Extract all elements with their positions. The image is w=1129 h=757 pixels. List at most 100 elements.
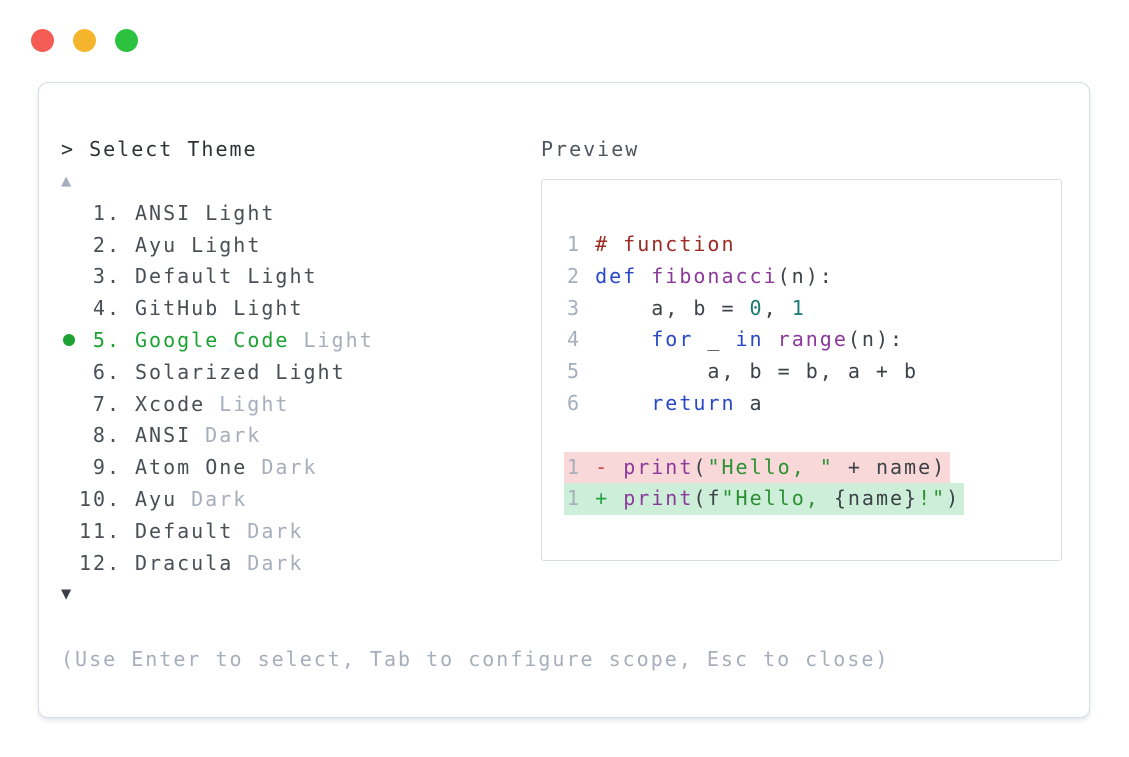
theme-number: 2. bbox=[92, 232, 121, 257]
theme-number: 3. bbox=[92, 264, 121, 289]
code-line: 6 return a bbox=[567, 388, 764, 420]
theme-variant: Dark bbox=[247, 518, 304, 543]
line-number: 1 bbox=[567, 232, 596, 256]
code-line: 5 a, b = b, a + b bbox=[567, 356, 918, 388]
theme-number: 5. bbox=[92, 328, 121, 353]
token-literal: 1 bbox=[791, 295, 806, 320]
token-plain: (n): bbox=[777, 263, 834, 288]
theme-number: 12. bbox=[79, 550, 122, 575]
theme-list-item[interactable]: 10. Ayu Dark bbox=[61, 483, 374, 515]
scroll-up-icon[interactable]: ▲ bbox=[61, 171, 74, 191]
theme-name: Ayu bbox=[135, 487, 178, 512]
code-text: a, b = 0, 1 bbox=[595, 296, 806, 320]
selected-dot-icon bbox=[61, 356, 79, 388]
code-text: a, b = b, a + b bbox=[595, 359, 918, 383]
theme-number: 11. bbox=[79, 518, 122, 543]
line-number: 1 bbox=[567, 454, 596, 479]
token-keyword: in bbox=[735, 327, 764, 352]
token-plain bbox=[637, 264, 651, 288]
code-text: # function bbox=[595, 232, 735, 256]
token-function: fibonacci bbox=[651, 263, 778, 288]
token-keyword: for bbox=[651, 327, 694, 352]
theme-variant: Light bbox=[303, 328, 374, 353]
theme-number: 7. bbox=[92, 391, 121, 416]
theme-list-item[interactable]: 6. Solarized Light bbox=[61, 356, 374, 388]
theme-number: 9. bbox=[92, 455, 121, 480]
token-plain: (f bbox=[693, 486, 722, 511]
theme-number: 6. bbox=[92, 359, 121, 384]
select-theme-prompt: > Select Theme bbox=[61, 137, 258, 161]
preview-panel: 1 # function 2 def fibonacci(n): 3 a, b … bbox=[541, 179, 1062, 561]
line-number: 1 bbox=[567, 486, 596, 511]
selected-dot-icon bbox=[61, 515, 79, 547]
code-text: - print("Hello, " + name) bbox=[595, 455, 946, 479]
selected-dot-icon bbox=[61, 420, 79, 452]
theme-variant: Dark bbox=[205, 423, 262, 448]
code-line: 1 - print("Hello, " + name) bbox=[564, 451, 951, 484]
theme-list-item[interactable]: 4. GitHub Light bbox=[61, 292, 374, 324]
minimize-button[interactable] bbox=[73, 29, 96, 52]
theme-list-item[interactable]: 11. Default Dark bbox=[61, 515, 374, 547]
token-string: "Hello, " bbox=[707, 454, 834, 479]
maximize-button[interactable] bbox=[115, 29, 138, 52]
scroll-down-icon[interactable]: ▼ bbox=[61, 584, 74, 604]
code-text: return a bbox=[595, 391, 764, 415]
code-text: for _ in range(n): bbox=[595, 327, 904, 351]
token-plain: a bbox=[735, 390, 764, 415]
token-minus: - bbox=[595, 454, 624, 479]
code-text: def fibonacci(n): bbox=[595, 264, 834, 288]
selected-dot-icon bbox=[61, 483, 79, 515]
selected-dot-icon bbox=[61, 451, 79, 483]
token-plain: a, b = b, a + b bbox=[595, 359, 919, 384]
hint-text: (Use Enter to select, Tab to configure s… bbox=[61, 647, 890, 671]
selected-dot-icon bbox=[61, 388, 79, 420]
line-number: 6 bbox=[567, 390, 596, 415]
token-string: !" bbox=[918, 486, 947, 511]
token-plain bbox=[764, 327, 778, 351]
theme-name: ANSI bbox=[135, 423, 192, 448]
theme-name: Google Code bbox=[135, 328, 290, 353]
theme-list-item[interactable]: 2. Ayu Light bbox=[61, 229, 374, 261]
theme-list-item[interactable]: 1. ANSI Light bbox=[61, 197, 374, 229]
token-keyword: return bbox=[651, 390, 736, 415]
theme-name: Atom One bbox=[135, 455, 248, 480]
code-block: 1 # function 2 def fibonacci(n): 3 a, b … bbox=[542, 180, 1061, 516]
selected-dot-icon bbox=[61, 197, 79, 229]
theme-number: 1. bbox=[92, 200, 121, 225]
theme-variant: Dark bbox=[261, 455, 318, 480]
theme-list-item[interactable]: 12. Dracula Dark bbox=[61, 547, 374, 579]
token-keyword: def bbox=[595, 263, 638, 288]
token-function: print bbox=[623, 486, 694, 511]
token-comment: # function bbox=[595, 232, 736, 256]
line-number: 5 bbox=[567, 359, 596, 384]
theme-list-item[interactable]: 3. Default Light bbox=[61, 261, 374, 293]
token-function: print bbox=[623, 454, 694, 479]
theme-list-item[interactable]: 5. Google Code Light bbox=[61, 324, 374, 356]
token-plain: , bbox=[763, 295, 792, 320]
selected-dot-icon bbox=[61, 292, 79, 324]
preview-label: Preview bbox=[541, 137, 640, 161]
line-number: 2 bbox=[567, 263, 596, 288]
window-controls bbox=[31, 29, 138, 52]
selected-dot-icon bbox=[61, 547, 79, 579]
theme-name: ANSI Light bbox=[135, 200, 276, 225]
code-line: 1 # function bbox=[567, 229, 736, 261]
selected-dot-icon bbox=[61, 229, 79, 261]
token-plain: a, b = bbox=[595, 295, 750, 320]
theme-list-item[interactable]: 7. Xcode Light bbox=[61, 388, 374, 420]
code-line: 4 for _ in range(n): bbox=[567, 324, 904, 356]
theme-list-item[interactable]: 9. Atom One Dark bbox=[61, 451, 374, 483]
theme-number: 4. bbox=[92, 296, 121, 321]
code-text: + print(f"Hello, {name}!") bbox=[595, 486, 960, 510]
token-plain: + name) bbox=[833, 454, 947, 479]
theme-variant: Light bbox=[219, 391, 290, 416]
theme-name: Solarized Light bbox=[135, 359, 346, 384]
theme-list-item[interactable]: 8. ANSI Dark bbox=[61, 420, 374, 452]
token-plus: + bbox=[595, 486, 624, 511]
close-button[interactable] bbox=[31, 29, 54, 52]
token-plain: ( bbox=[693, 454, 708, 479]
theme-selector-panel: > Select Theme Preview ▲ 1. ANSI Light 2… bbox=[38, 82, 1090, 718]
token-plain: _ bbox=[693, 327, 736, 352]
token-plain: (n): bbox=[847, 327, 905, 352]
token-plain bbox=[595, 327, 651, 351]
